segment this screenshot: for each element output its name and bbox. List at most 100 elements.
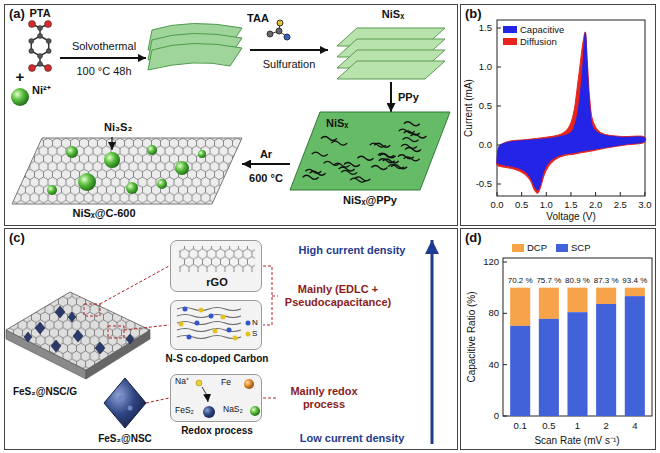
node-shape: [12, 138, 242, 204]
tick-mark: [644, 192, 645, 196]
tick-label: -0.5: [476, 179, 492, 190]
cv-chart: [497, 20, 646, 196]
tick-label: 0.1: [514, 421, 527, 432]
bar-segment: [567, 312, 587, 416]
polypyrrole-fiber: [303, 175, 319, 179]
step-label: Solvothermal: [72, 40, 136, 53]
tick-mark: [503, 416, 507, 417]
mechanism-note: Mainly redox process: [282, 385, 366, 410]
sulfide-particle: [126, 182, 138, 194]
sulfide-particle: [250, 406, 260, 416]
bar-segment: [510, 288, 530, 326]
tick-mark: [497, 145, 501, 146]
bar-segment: [539, 319, 559, 416]
mechanism-note: Mainly (EDLC + Pseudocapacitance): [276, 283, 400, 308]
carbon-layer: [177, 329, 241, 332]
particle: [68, 312, 76, 322]
nitrogen-dot: [246, 321, 251, 326]
tick-mark: [503, 364, 507, 365]
figure-panel: NiSₓNiSₓNiSₓ@PPyNi₃S₂NiSₓ@C-600(a): [4, 4, 458, 226]
node-caption: NiSₓ@PPy: [343, 194, 397, 207]
tick-mark: [503, 262, 507, 263]
edge-label: PPy: [396, 91, 421, 104]
node-caption: NaS₂: [223, 405, 243, 415]
panel-letter: (c): [9, 231, 25, 246]
inset-box: rGO: [170, 240, 262, 292]
polypyrrole-fiber: [350, 178, 366, 182]
node-label: NiSₓ: [326, 117, 348, 130]
tick-mark: [497, 28, 501, 29]
benzene-ring: [31, 36, 48, 56]
carbon-layer: [177, 308, 241, 311]
tick-label: 80: [488, 308, 499, 319]
process-arrow: [60, 57, 146, 59]
nanosheets: [148, 23, 242, 70]
node-caption: FeS₂: [175, 406, 194, 416]
sulfide-particle: [198, 150, 206, 158]
tick-label: 0.0: [490, 200, 503, 211]
bar-segment: [539, 288, 559, 319]
condition-label: 100 °C 48h: [76, 65, 131, 78]
tick-mark: [521, 192, 522, 196]
nitrogen-dot: [209, 314, 214, 319]
nanosheet-layer: [337, 61, 445, 79]
carbon-atom: [38, 54, 43, 59]
bar-segment: [625, 288, 645, 296]
node-label: N-S co-doped Carbon: [166, 353, 269, 365]
sulfur-dot: [179, 322, 184, 327]
sulfide-particle: [157, 179, 167, 189]
bracket: [263, 266, 272, 325]
tick-mark: [570, 192, 571, 196]
sulfide-particle: [147, 145, 157, 155]
carbon-layer: [177, 315, 241, 318]
bar-segment: [625, 296, 645, 416]
nickel-ion-sphere: [11, 88, 29, 106]
bar-segment: [596, 288, 616, 304]
axis-title: Voltage (V): [546, 211, 595, 223]
polypyrrole-fiber: [331, 141, 347, 145]
nitrogen-dot: [195, 321, 200, 326]
nitrogen-dot: [227, 328, 232, 333]
tick-mark: [497, 67, 501, 68]
sulfur-atom: [277, 20, 283, 26]
graphene-lattice: [6, 292, 150, 370]
nitrogen-atom: [284, 34, 290, 40]
carbon-sheet: Ni₃S₂NiSₓ@C-600: [12, 138, 242, 204]
tick-label: 0.0: [479, 140, 492, 151]
nanosheet-body: [290, 112, 450, 190]
pta-atoms: [29, 21, 52, 72]
pta-molecule: [31, 24, 48, 68]
carbon-layer: [177, 322, 241, 325]
tick-mark: [620, 192, 621, 196]
node-shape: [335, 24, 447, 82]
process-arrow: [250, 49, 328, 51]
particle-core: [118, 395, 124, 401]
tick-label: 1.5: [564, 200, 577, 211]
polypyrrole-fiber: [379, 159, 395, 163]
panel-letter: (d): [465, 231, 482, 246]
carbon-atom: [38, 26, 43, 31]
carbon-atom: [38, 34, 43, 39]
panel-letter: (a): [9, 7, 25, 22]
carbon-layer: [177, 336, 241, 339]
node-caption: Fe: [221, 378, 231, 388]
dopant-label: N: [252, 318, 258, 327]
oxygen-atom: [29, 65, 36, 72]
compound-label: Ni²⁺: [32, 84, 51, 97]
tick-label: 2.0: [589, 200, 602, 211]
polypyrrole-fiber: [380, 154, 396, 158]
legend-swatch: [503, 26, 517, 33]
axis-title: Current (mA): [463, 79, 475, 137]
bar-segment: [596, 304, 616, 416]
tick-label: 4: [632, 421, 637, 432]
oxygen-atom: [29, 21, 36, 28]
zoom-line: [100, 266, 169, 304]
compound-label: PTA: [29, 7, 50, 20]
bar-chart: [503, 258, 652, 416]
node-shape: [171, 301, 263, 351]
tick-label: 0: [494, 411, 499, 422]
bar-value: 75.7 %: [536, 276, 561, 285]
bracket: [263, 398, 276, 399]
legend-swatch: [556, 244, 568, 252]
